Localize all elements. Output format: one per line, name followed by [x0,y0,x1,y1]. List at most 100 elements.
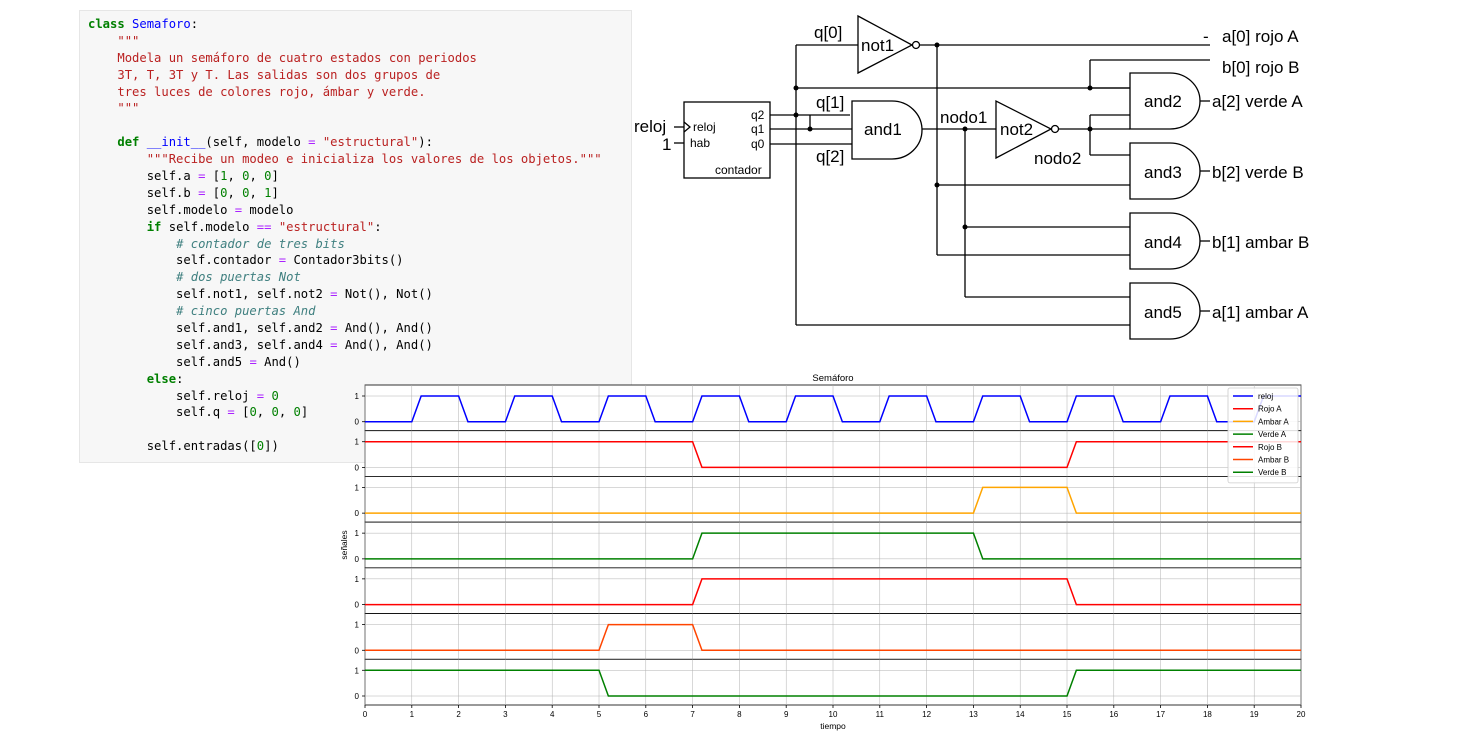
x-tick-label: 9 [784,710,789,719]
gate-label-not1: not1 [861,36,894,55]
code-token: self.reloj [88,388,257,403]
input-reloj-label: reloj [634,117,666,136]
code-token: = [278,253,287,268]
and5-gate [1129,282,1201,340]
code-token: ] [300,405,309,420]
y-tick-label: 0 [355,555,360,564]
y-tick-label: 1 [355,621,360,630]
counter-in-hab: hab [690,136,710,150]
code-token: = [256,388,265,403]
code-token: "estructural" [278,219,375,234]
code-token [88,85,117,99]
series-line-rojo-b [365,578,1301,606]
y-tick-label: 0 [355,509,360,518]
gate-label-not2: not2 [1000,120,1033,139]
wire-label-q0: q[0] [814,23,842,42]
code-token [88,34,117,48]
x-tick-label: 8 [737,710,742,719]
code-token [88,152,147,166]
code-token [88,270,176,284]
code-token: # dos puertas Not [176,270,301,285]
code-token: Semaforo [132,17,191,31]
code-token: 0 [242,185,250,200]
gate-label-and4: and4 [1144,233,1182,252]
x-tick-label: 0 [363,710,368,719]
code-token [88,304,176,318]
code-token: [ [205,169,221,184]
code-token: self.and5 [88,354,250,369]
code-line: self.reloj = 0 [88,388,631,405]
series-line-verde-a [365,532,1301,560]
x-tick-label: 12 [922,710,931,719]
legend-entry: Ambar B [1258,456,1289,465]
code-token: Not(), Not() [337,287,433,302]
and3-gate [1129,142,1201,200]
code-line: Modela un semáforo de cuatro estados con… [88,50,631,67]
counter-out-q0: q0 [751,137,765,151]
code-token: 1 [220,169,228,184]
code-line: else: [88,371,631,388]
code-token: , [249,185,265,200]
code-token [88,372,147,386]
output-label-a1: a[1] ambar A [1212,303,1309,322]
code-token: self.modelo [161,219,257,234]
y-tick-label: 1 [355,666,360,675]
code-line: def __init__(self, modelo = "estructural… [88,134,631,151]
x-tick-label: 3 [503,710,508,719]
code-line: # cinco puertas And [88,303,631,320]
code-token: , [227,169,243,184]
x-tick-label: 16 [1109,710,1118,719]
input-enable-label: 1 [662,135,671,154]
code-token [271,220,278,234]
y-axis-label: señales [339,530,349,559]
code-token: , [249,169,265,184]
code-line: if self.modelo == "estructural": [88,219,631,236]
code-token: 3T, T, 3T y T. Las salidas son dos grupo… [117,67,441,82]
counter-name: contador [715,163,762,177]
code-token: self.modelo [88,202,235,217]
code-line: """Recibe un modeo e inicializa los valo… [88,151,631,168]
x-tick-label: 18 [1203,710,1212,719]
code-token: self.entradas([ [88,439,257,454]
code-token: (self, modelo [205,135,309,150]
x-tick-label: 4 [550,710,555,719]
code-token: = [330,337,338,352]
code-line: self.and3, self.and4 = And(), And() [88,337,631,354]
not2-gate [995,99,1053,160]
code-token: = [227,405,235,420]
code-token: , [256,405,272,420]
code-line: self.and5 = And() [88,354,631,371]
code-token: self.and3, self.and4 [88,337,331,352]
code-token: And(), And() [337,321,433,336]
x-tick-label: 15 [1063,710,1072,719]
wire-label-q2: q[2] [816,147,844,166]
series-line-verde-b [365,669,1301,697]
code-token: = [249,354,257,369]
counter-block [683,101,771,179]
gate-label-and2: and2 [1144,92,1182,111]
y-tick-label: 1 [355,483,360,492]
and2-gate [1129,72,1201,130]
code-token: else [146,371,177,386]
chart-title: Semáforo [812,373,853,384]
code-token: = [330,287,338,302]
code-line: """ [88,100,631,117]
not1-gate [857,14,914,75]
code-line: tres luces de colores rojo, ámbar y verd… [88,84,631,101]
code-line: # dos puertas Not [88,269,631,286]
code-token: = [198,185,206,200]
gate-label-and5: and5 [1144,303,1182,322]
code-token: __init__ [146,135,206,150]
code-token: """ [117,33,140,48]
code-line: self.and1, self.and2 = And(), And() [88,320,631,337]
code-token: ): [418,135,433,150]
code-token: : [190,17,199,31]
code-token: = [330,321,338,336]
circuit-diagram: reloj hab q2 q1 q0 contador reloj 1 q[0]… [634,14,1309,340]
code-token: self.not1, self.not2 [88,287,331,302]
code-token [88,51,117,65]
output-label-a2: a[2] verde A [1212,92,1303,111]
wire-label-nodo2: nodo2 [1034,149,1081,168]
wire-label-nodo1: nodo1 [940,108,987,127]
